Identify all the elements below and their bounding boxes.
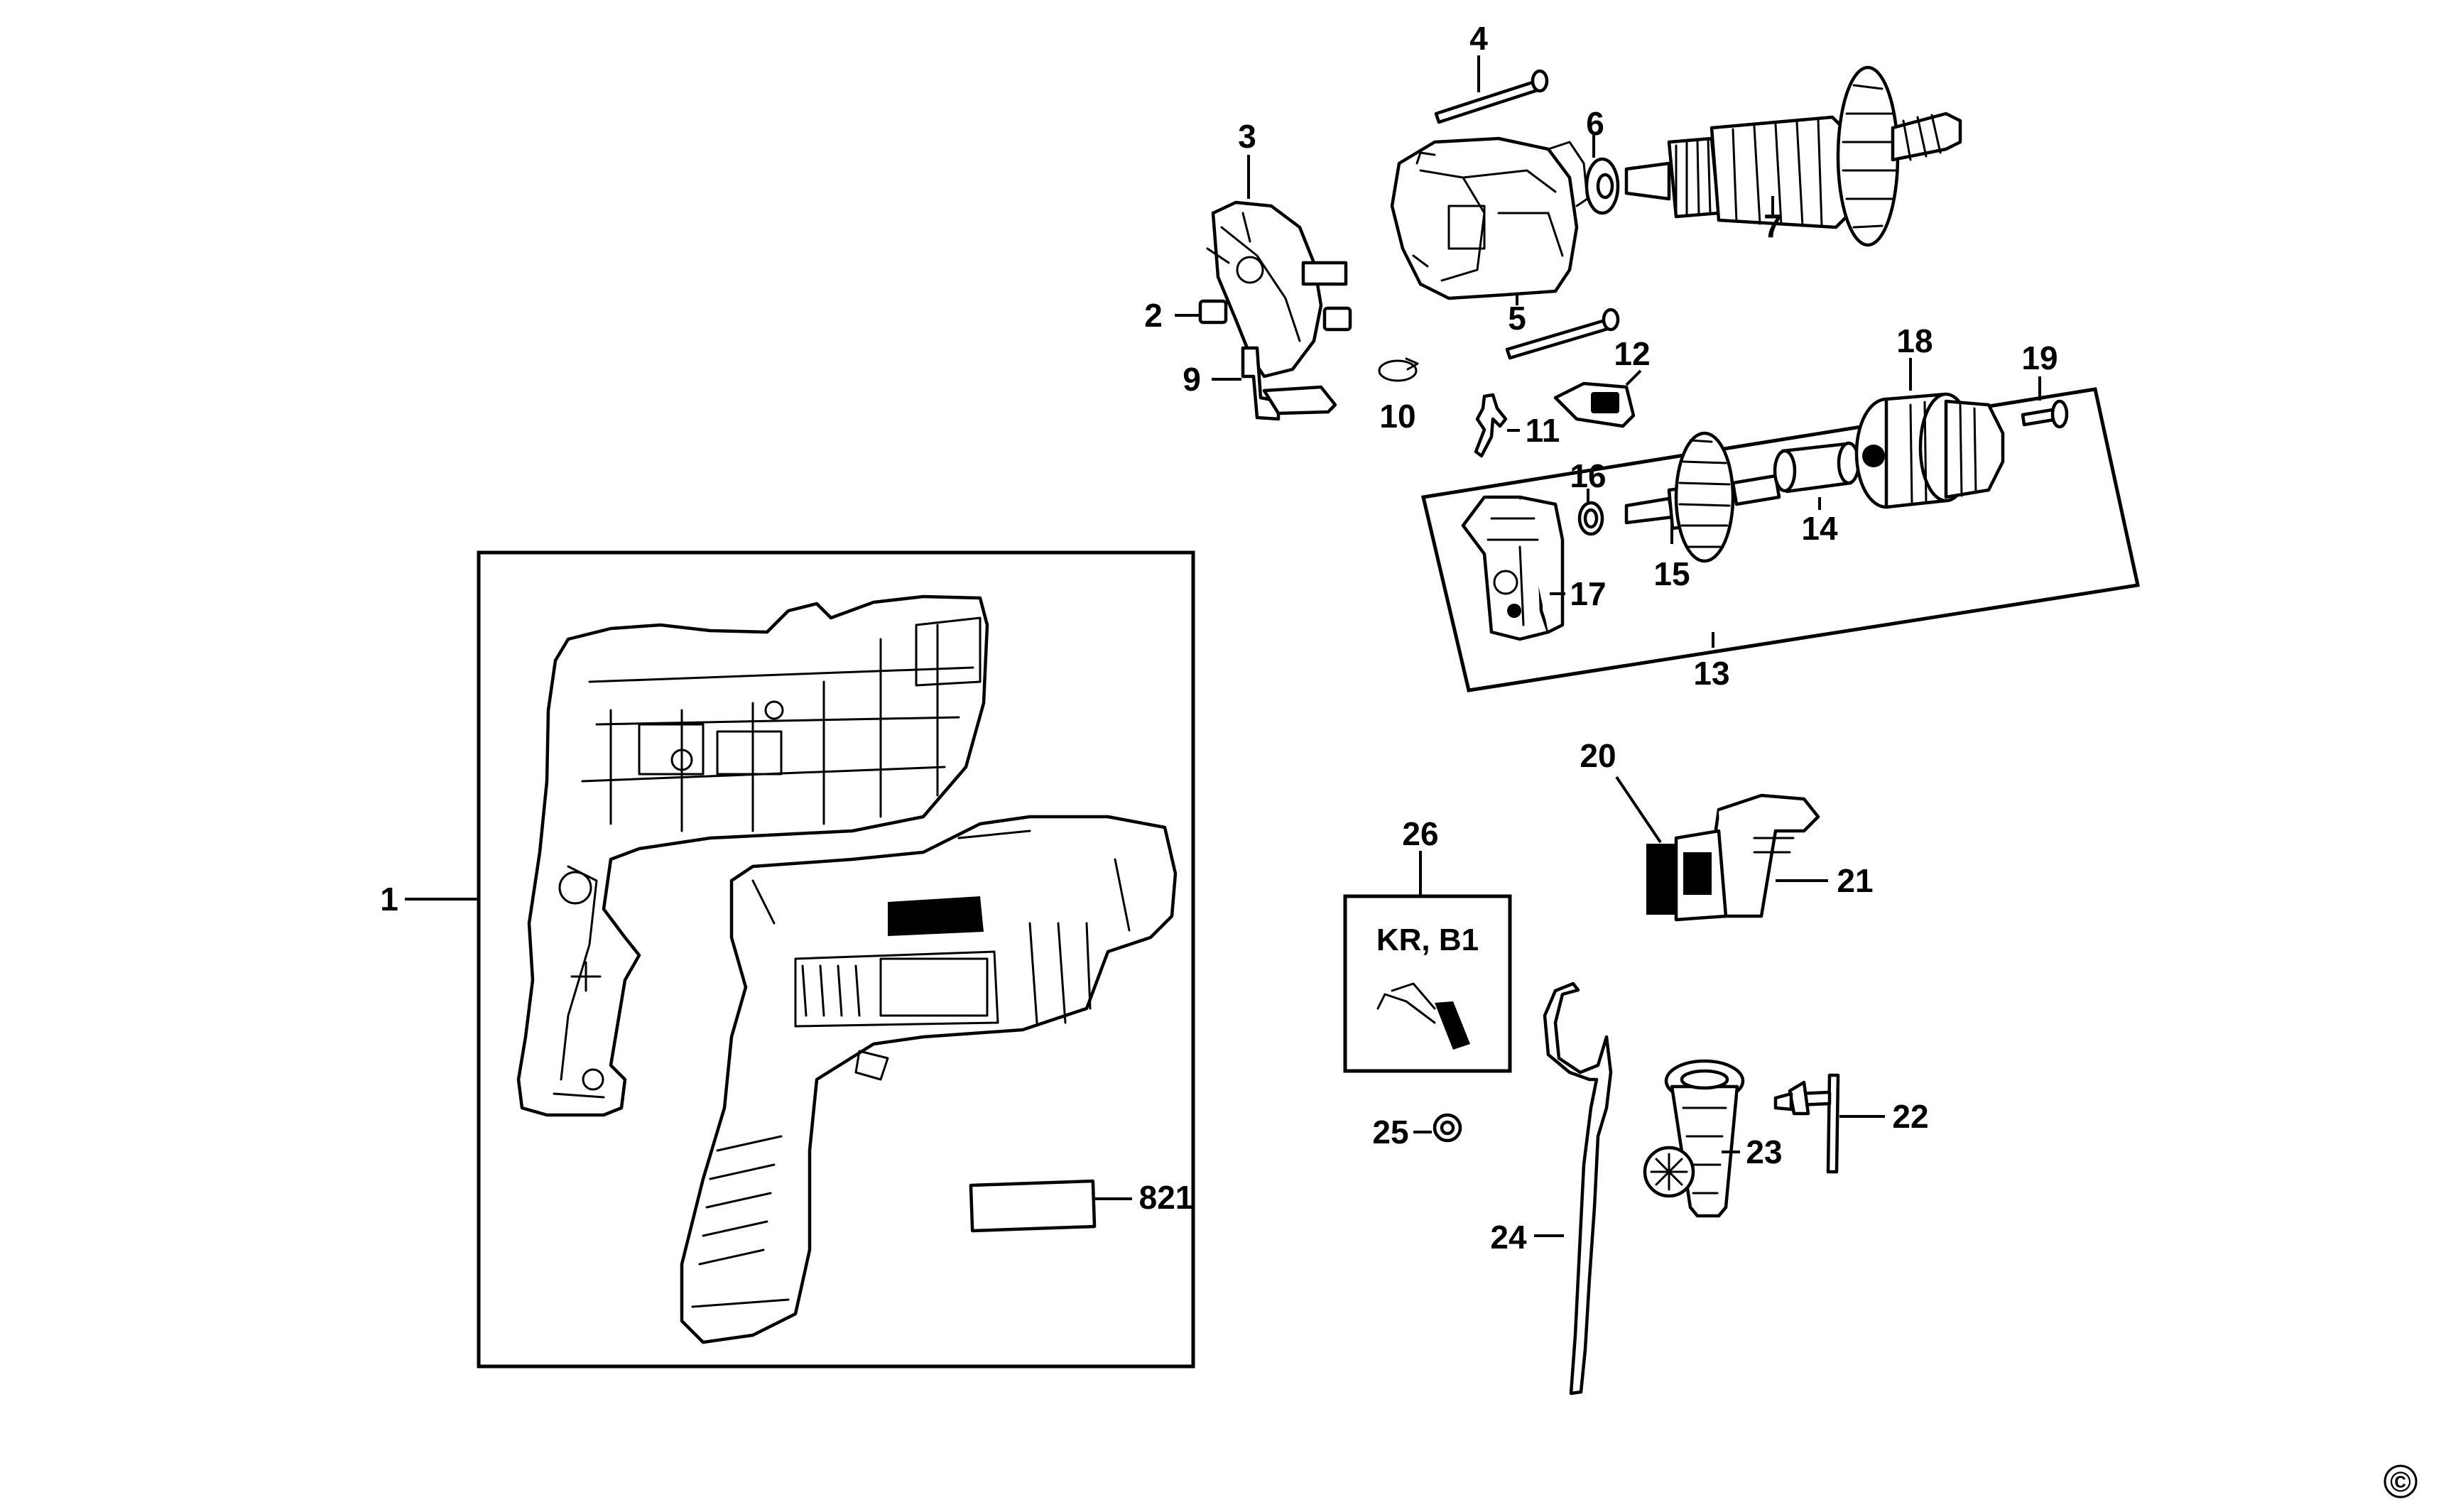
housing-group-frame [477, 550, 1195, 1369]
copyright-text: © [2390, 1467, 2410, 1498]
nut-25 [1413, 1113, 1462, 1143]
callout-13: 13 [1693, 655, 1729, 692]
callout-17: 17 [1570, 575, 1606, 612]
callout-15: 15 [1653, 555, 1690, 592]
callout-10: 10 [1379, 398, 1415, 435]
callout-26: 26 [1402, 815, 1438, 852]
leader-20 [1615, 776, 1662, 844]
callout-14: 14 [1801, 510, 1838, 547]
callout-20: 20 [1580, 737, 1616, 774]
switch-21 [1615, 776, 1828, 922]
callout-7: 7 [1763, 207, 1782, 244]
carbon-brushes-2 [1175, 299, 1352, 332]
callout-12: 12 [1614, 335, 1650, 372]
screw-4 [1434, 55, 1549, 124]
screw-5-lower [1505, 293, 1620, 360]
chuck-key-22 [1773, 1073, 1885, 1174]
spindle-gear-15 [1624, 431, 1781, 563]
callout-4: 4 [1469, 20, 1488, 57]
variant-box-26 [1343, 851, 1512, 1073]
callout-6: 6 [1586, 105, 1604, 142]
callout-9: 9 [1183, 361, 1201, 398]
callout-3: 3 [1238, 118, 1256, 155]
spring-11 [1474, 393, 1520, 458]
brush-holder-plate-3 [1206, 155, 1348, 379]
gear-housing-17 [1461, 495, 1565, 641]
side-handle-23 [1643, 1059, 1745, 1218]
copyright-mark: © [2384, 1464, 2418, 1499]
callout-24: 24 [1490, 1219, 1527, 1256]
armature-7 [1624, 65, 1962, 247]
callout-5: 5 [1508, 300, 1526, 337]
housing-left-half [516, 594, 989, 1117]
callout-821: 821 [1139, 1179, 1194, 1216]
sleeve-14 [1773, 441, 1861, 510]
callout-18: 18 [1896, 322, 1933, 359]
bearing-16 [1577, 489, 1604, 536]
screw-19 [2021, 376, 2069, 429]
depth-rod-24 [1534, 981, 1613, 1396]
label-plate-821 [969, 1179, 1132, 1233]
cable-clip-10 [1378, 357, 1419, 382]
field-stator-5 [1390, 136, 1589, 300]
callout-22: 22 [1892, 1098, 1928, 1135]
bearing-6 [1585, 135, 1620, 215]
callout-19: 19 [2021, 339, 2058, 376]
brush-spring-9 [1212, 346, 1337, 421]
housing-right-half [680, 815, 1178, 1344]
callout-23: 23 [1746, 1133, 1782, 1170]
callout-2: 2 [1144, 297, 1163, 334]
callout-11: 11 [1526, 412, 1560, 449]
lever-12 [1553, 369, 1642, 428]
chuck-18 [1854, 358, 2005, 509]
callout-1: 1 [380, 881, 398, 918]
callout-21: 21 [1837, 862, 1873, 899]
callout-16: 16 [1570, 457, 1606, 494]
callout-25: 25 [1372, 1114, 1408, 1151]
variant-box-label: KR, B1 [1376, 923, 1479, 957]
